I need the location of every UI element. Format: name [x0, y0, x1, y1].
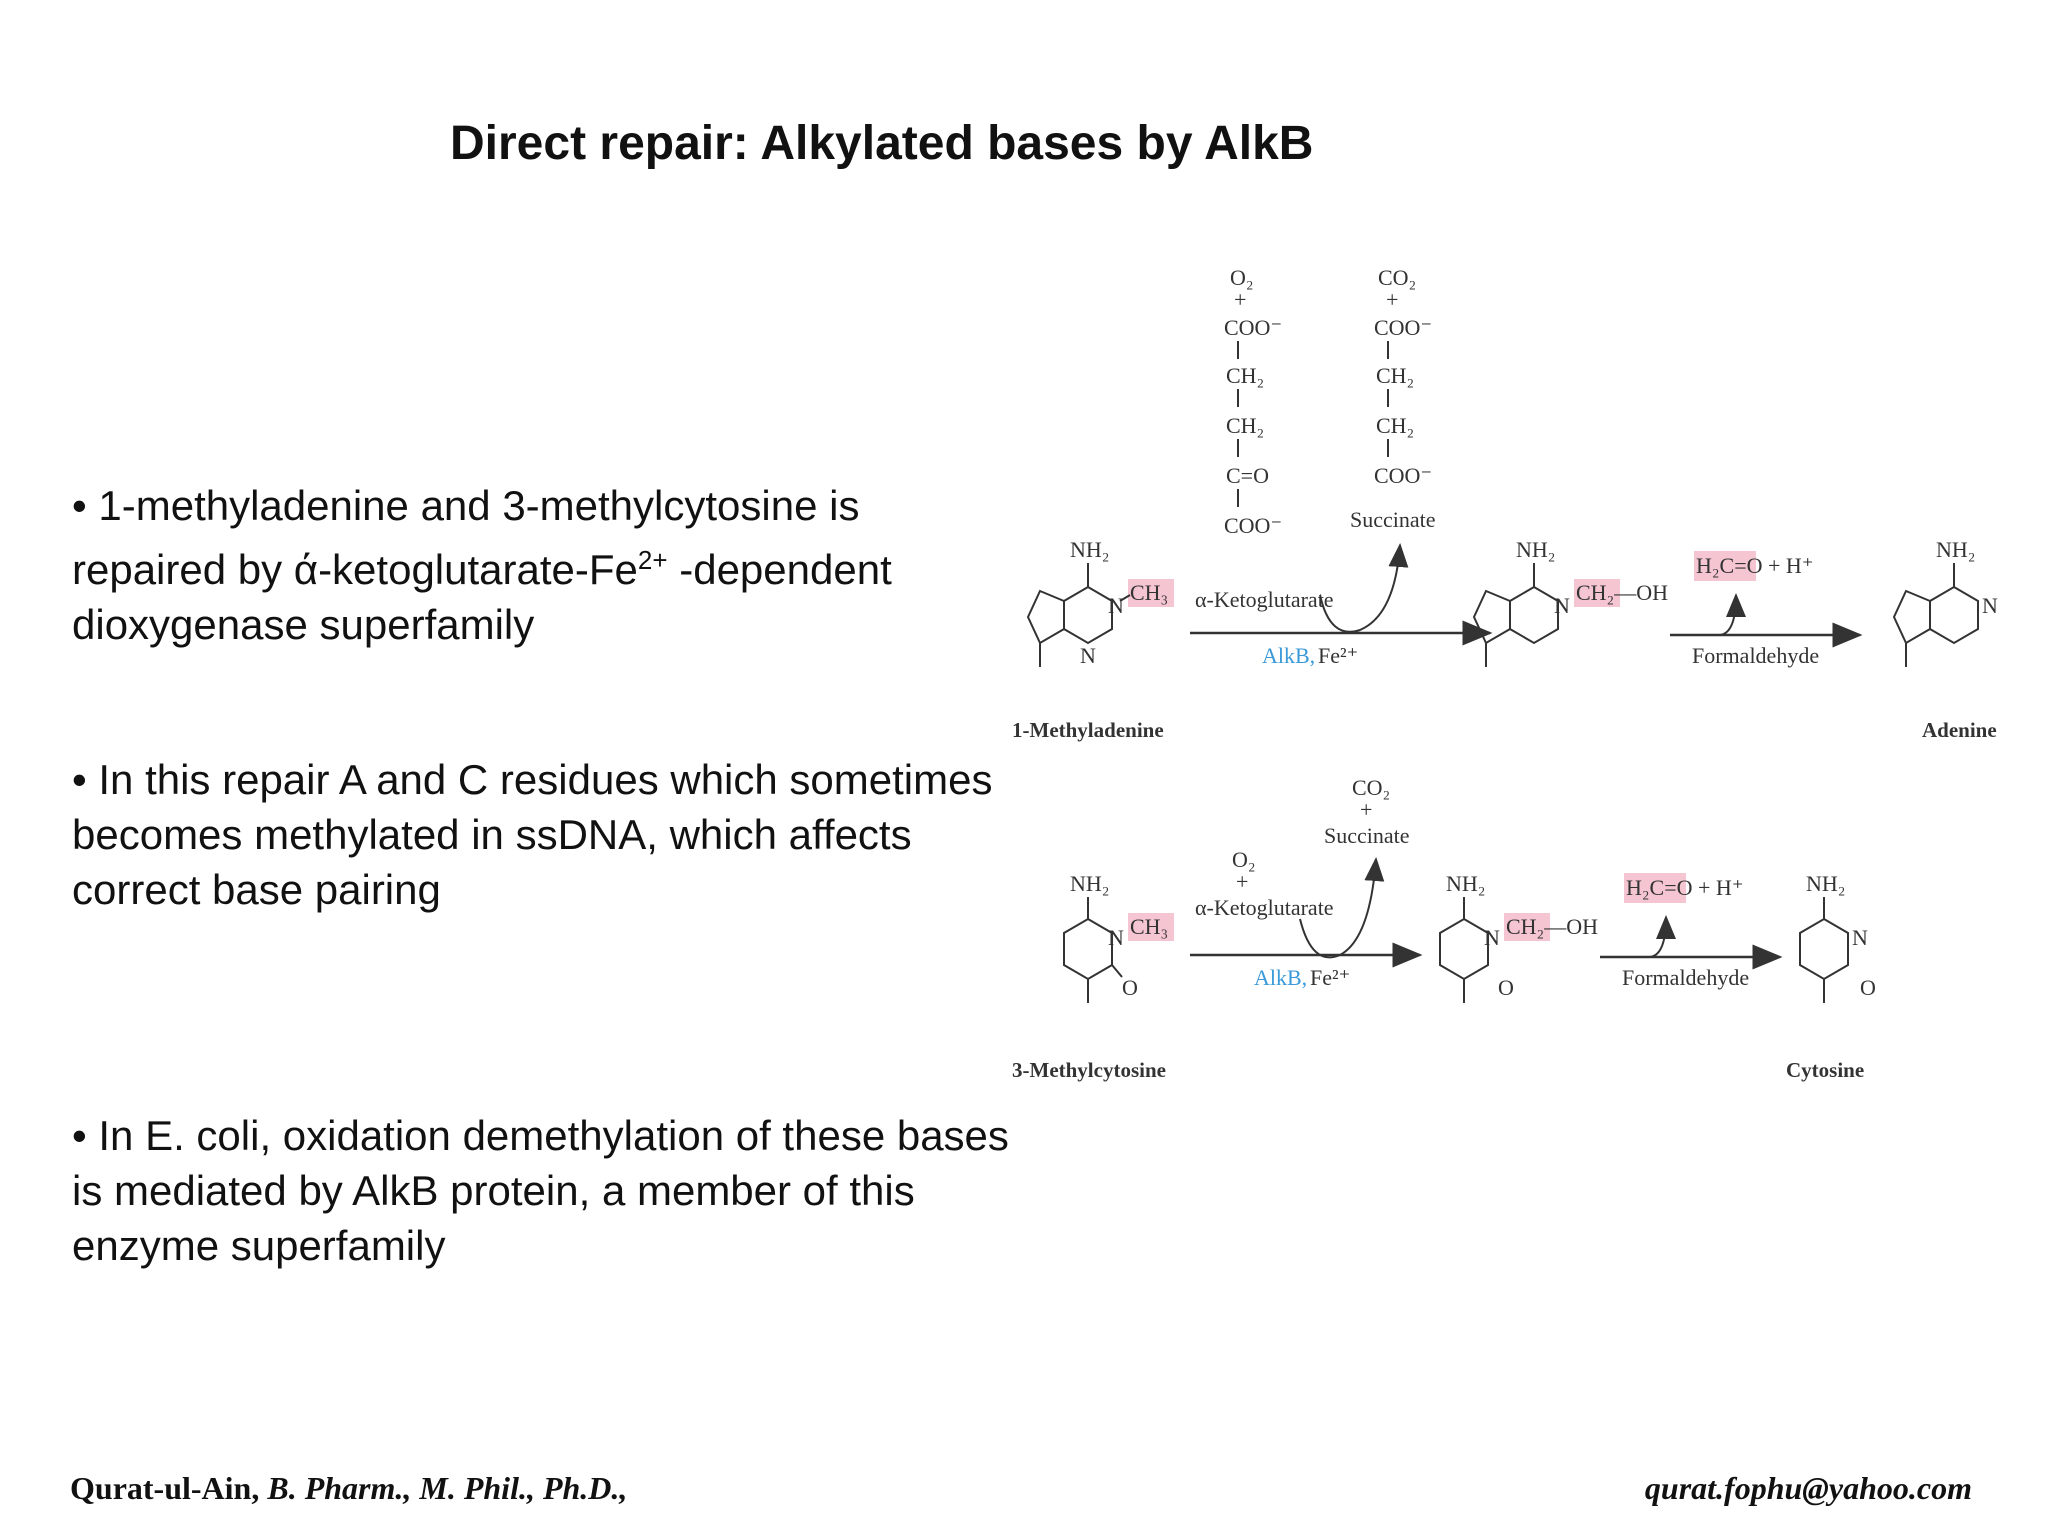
- author-credentials: B. Pharm., M. Phil., Ph.D.,: [259, 1470, 628, 1506]
- methylene-label: CH₂: [1226, 363, 1264, 388]
- carbonyl-label: C=O: [1226, 463, 1269, 488]
- 1-methyladenine-label: 1-Methyladenine: [1012, 718, 1164, 742]
- methylcytosine-structure: NH₂ N CH₃ O 3-Methylcytosine: [1012, 871, 1174, 1082]
- succinate-label: Succinate: [1350, 507, 1436, 532]
- alpha-ketoglutarate-label: α-Ketoglutarate: [1195, 895, 1334, 920]
- adenine-structure: NH₂ N Adenine: [1892, 537, 1998, 742]
- n-plus-atom: N: [1554, 593, 1570, 618]
- methylene-label: CH₂: [1376, 363, 1414, 388]
- n-atom: N: [1982, 593, 1998, 618]
- hydroxymethyl-group: CH₂—OH: [1576, 580, 1668, 605]
- co2-label: CO₂: [1352, 775, 1390, 800]
- o2-label: O₂: [1230, 265, 1254, 290]
- amino-label: NH₂: [1516, 537, 1555, 562]
- o-atom: O: [1498, 975, 1514, 1000]
- alpha-ketoglutarate-structure: O₂ + COO⁻ CH₂ CH₂ C=O COO⁻ α-Ketoglutara…: [1195, 265, 1334, 612]
- methyl-highlight: CH₃: [1130, 914, 1168, 939]
- amino-label: NH₂: [1070, 871, 1109, 896]
- bullet-1-text: • 1-methyladenine and 3-methylcytosine i…: [72, 482, 860, 593]
- author-name: Qurat-ul-Ain,: [70, 1470, 260, 1506]
- n-atom: N: [1852, 925, 1868, 950]
- alpha-ketoglutarate-label: α-Ketoglutarate: [1195, 587, 1334, 612]
- author-email: qurat.fophu@yahoo.com: [1644, 1470, 1972, 1506]
- hydroxymethyl-cytosine-structure: NH₂ N CH₂—OH O: [1439, 871, 1598, 1003]
- formaldehyde-release-label: H₂C=O + H⁺: [1696, 553, 1813, 578]
- 3-methylcytosine-label: 3-Methylcytosine: [1012, 1058, 1166, 1082]
- n-atom: N: [1080, 643, 1096, 668]
- carboxylate-label: COO⁻: [1224, 315, 1282, 340]
- hydroxymethyl-adenine-structure: NH₂ N CH₂—OH: [1472, 537, 1668, 667]
- methylene-label: CH₂: [1226, 413, 1264, 438]
- adenine-label: Adenine: [1922, 718, 1997, 742]
- plus-sign: +: [1236, 869, 1248, 894]
- methylene-label: CH₂: [1376, 413, 1414, 438]
- amino-label: NH₂: [1806, 871, 1845, 896]
- plus-sign: +: [1360, 797, 1372, 822]
- amino-label: NH₂: [1070, 537, 1109, 562]
- cytosine-label: Cytosine: [1786, 1058, 1864, 1082]
- bullet-point-3: • In E. coli, oxidation demethylation of…: [72, 1112, 1009, 1269]
- o-atom: O: [1860, 975, 1876, 1000]
- bullet-point-2: • In this repair A and C residues which …: [72, 756, 993, 913]
- n-plus-atom: N: [1484, 925, 1500, 950]
- bullet-1-superscript: 2+: [637, 545, 668, 575]
- methyl-highlight: CH₃: [1130, 580, 1168, 605]
- o2-label: O₂: [1232, 847, 1256, 872]
- fe2-cofactor-label: Fe²⁺: [1318, 643, 1358, 668]
- plus-sign: +: [1234, 287, 1246, 312]
- methyladenine-structure: NH₂ N CH₃ N 1-Methyladenine: [1012, 537, 1174, 742]
- co2-label: CO₂: [1378, 265, 1416, 290]
- succinate-structure: CO₂ + COO⁻ CH₂ CH₂ COO⁻ Succinate: [1350, 265, 1436, 532]
- slide-title: Direct repair: Alkylated bases by AlkB: [450, 117, 1314, 170]
- plus-sign: +: [1386, 287, 1398, 312]
- hydroxymethyl-group: CH₂—OH: [1506, 914, 1598, 939]
- alkb-enzyme-label: AlkB,: [1254, 965, 1307, 990]
- fe2-cofactor-label: Fe²⁺: [1310, 965, 1350, 990]
- cytosine-structure: NH₂ N O Cytosine: [1786, 871, 1876, 1082]
- n-plus-atom: N: [1108, 925, 1124, 950]
- alkb-reaction-diagram: O₂ + COO⁻ CH₂ CH₂ C=O COO⁻ α-Ketoglutara…: [1000, 255, 2040, 1105]
- bullet-1-text-end: -dependent dioxygenase superfamily: [72, 546, 892, 648]
- carboxylate-label: COO⁻: [1224, 513, 1282, 538]
- carboxylate-label: COO⁻: [1374, 463, 1432, 488]
- amino-label: NH₂: [1936, 537, 1975, 562]
- n-plus-atom: N: [1108, 593, 1124, 618]
- amino-label: NH₂: [1446, 871, 1485, 896]
- author-credit: Qurat-ul-Ain, B. Pharm., M. Phil., Ph.D.…: [70, 1470, 627, 1507]
- formaldehyde-label: Formaldehyde: [1692, 643, 1819, 668]
- formaldehyde-release-label: H₂C=O + H⁺: [1626, 875, 1743, 900]
- carboxylate-label: COO⁻: [1374, 315, 1432, 340]
- bullet-point-1: • 1-methyladenine and 3-methylcytosine i…: [72, 478, 1012, 652]
- alkb-enzyme-label: AlkB,: [1262, 643, 1315, 668]
- formaldehyde-label: Formaldehyde: [1622, 965, 1749, 990]
- succinate-label: Succinate: [1324, 823, 1410, 848]
- o-atom: O: [1122, 975, 1138, 1000]
